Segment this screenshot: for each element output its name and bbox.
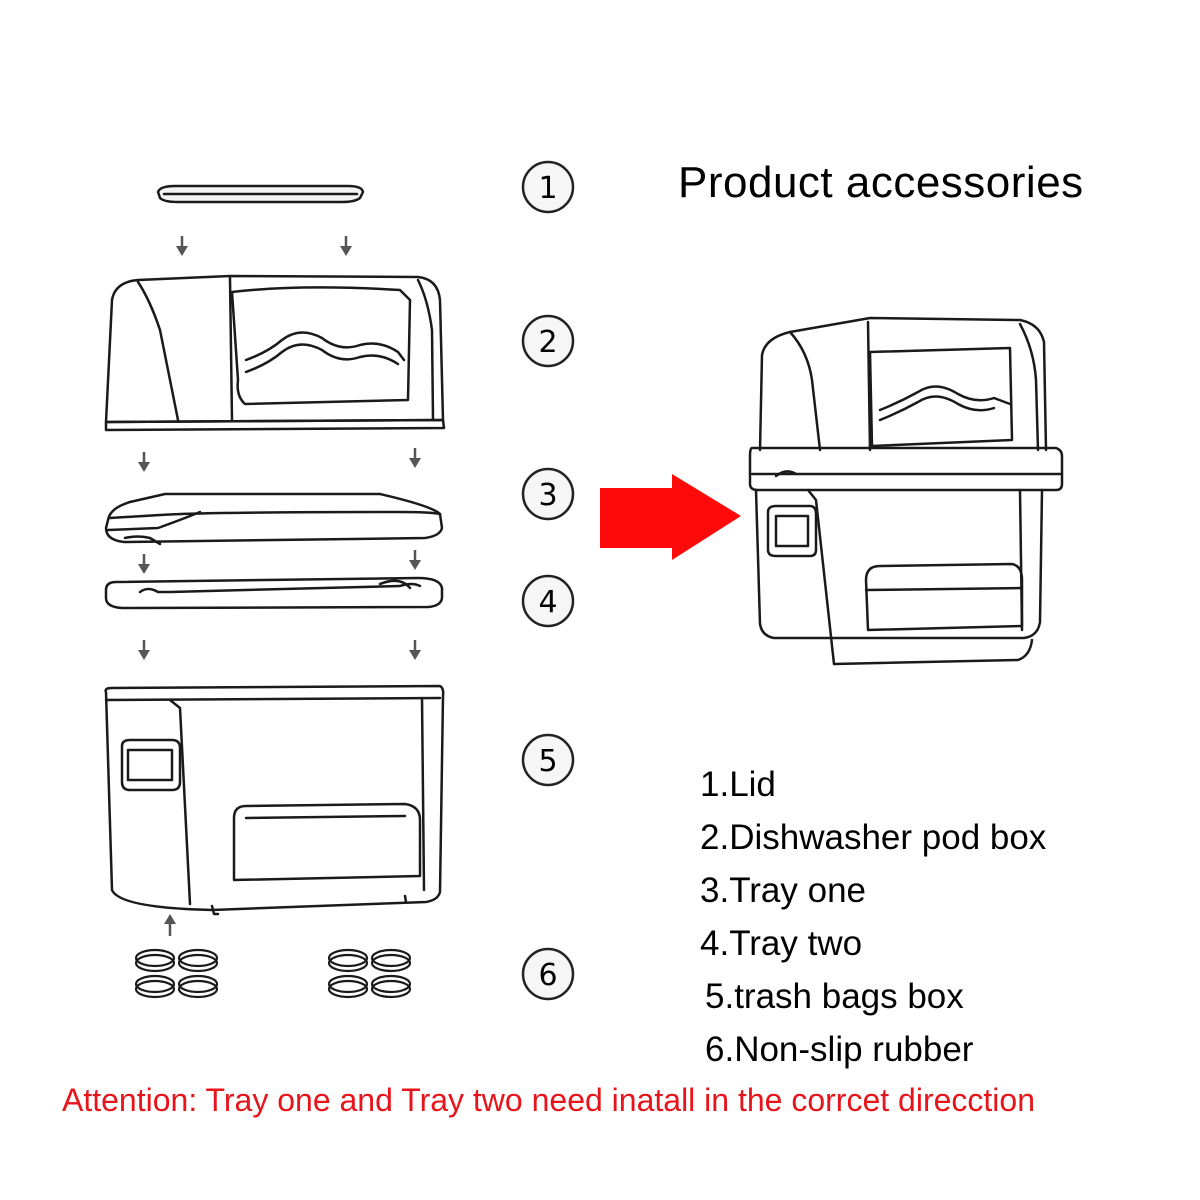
parts-list-item: 5.trash bags box [705, 977, 964, 1016]
step-number: 6 [538, 958, 557, 993]
arrow-down-icon [409, 550, 421, 570]
assembly-arrows [138, 236, 421, 936]
part-trash-bags-box [104, 684, 445, 916]
rubber-foot-group-right [327, 948, 412, 999]
parts-list-item: 2.Dishwasher pod box [700, 818, 1047, 857]
arrow-down-icon [138, 452, 150, 472]
arrow-down-icon [138, 640, 150, 660]
rubber-foot-group-left [134, 948, 219, 999]
arrow-down-icon [176, 236, 188, 256]
page-title: Product accessories [678, 158, 1084, 207]
step-circle-6: 6 [521, 947, 575, 1001]
part-tray-two [104, 576, 444, 610]
arrow-down-icon [138, 554, 150, 574]
step-circle-2: 2 [521, 314, 575, 368]
step-number: 4 [538, 585, 557, 620]
big-red-arrow-icon [600, 474, 741, 560]
step-number: 5 [538, 744, 557, 779]
part-non-slip-rubber [134, 948, 412, 999]
arrow-up-icon [164, 914, 176, 936]
step-circle-1: 1 [521, 160, 575, 214]
arrow-down-icon [409, 448, 421, 468]
part-lid [156, 184, 365, 204]
step-number: 1 [538, 171, 557, 206]
arrow-down-icon [340, 236, 352, 256]
part-dishwasher-pod-box [104, 274, 446, 432]
step-number: 3 [538, 478, 557, 513]
step-number: 2 [538, 325, 557, 360]
parts-list-item: 3.Tray one [700, 871, 867, 910]
parts-list-item: 1.Lid [700, 765, 776, 804]
step-circle-3: 3 [521, 467, 575, 521]
step-circle-4: 4 [521, 574, 575, 628]
attention-note: Attention: Tray one and Tray two need in… [62, 1082, 1035, 1118]
parts-list-item: 4.Tray two [700, 924, 863, 963]
step-circle-5: 5 [521, 733, 575, 787]
arrow-down-icon [409, 640, 421, 660]
parts-list: 1.Lid 2.Dishwasher pod box 3.Tray one 4.… [700, 758, 1046, 1076]
step-number-circles: 1 2 3 4 5 6 [521, 160, 575, 1001]
assembled-product [748, 316, 1064, 666]
parts-list-item: 6.Non-slip rubber [705, 1030, 974, 1069]
part-tray-one [104, 492, 444, 546]
exploded-view [104, 184, 446, 999]
